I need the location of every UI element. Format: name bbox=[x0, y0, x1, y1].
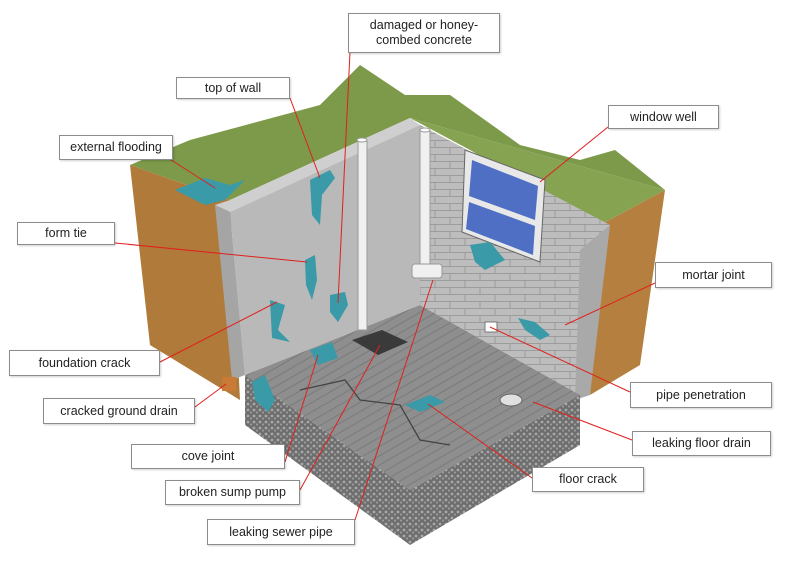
top-wall-leak bbox=[310, 170, 335, 225]
label-broken-sump-pump: broken sump pump bbox=[165, 480, 300, 505]
leader-damaged-concrete bbox=[337, 51, 351, 304]
leader-floor-crack bbox=[427, 403, 533, 479]
grass-right bbox=[410, 118, 665, 225]
leader-broken-sump-pump bbox=[299, 344, 381, 491]
floor-drain bbox=[499, 393, 523, 407]
leader-cracked-ground-drain bbox=[194, 383, 227, 408]
form-tie-leak bbox=[305, 255, 317, 300]
leader-leaking-sewer-pipe bbox=[354, 279, 434, 521]
leader-cove-joint bbox=[284, 354, 319, 463]
water-leaks bbox=[175, 170, 550, 412]
external-water bbox=[175, 178, 245, 205]
pipes bbox=[222, 127, 523, 407]
label-form-tie: form tie bbox=[17, 222, 115, 245]
leader-lines bbox=[114, 51, 656, 521]
leader-leaking-floor-drain bbox=[532, 401, 633, 441]
sump-discharge-pipe bbox=[357, 139, 368, 331]
label-damaged-concrete: damaged or honey- combed concrete bbox=[348, 13, 500, 53]
label-foundation-crack: foundation crack bbox=[9, 350, 160, 376]
leader-foundation-crack bbox=[159, 301, 278, 363]
leader-form-tie bbox=[114, 242, 308, 263]
sewer-stack-cap bbox=[419, 127, 431, 133]
soil-right bbox=[590, 190, 665, 395]
left-wall-top-edge bbox=[215, 118, 420, 212]
grass-top bbox=[130, 65, 665, 200]
window-leak bbox=[470, 242, 505, 270]
label-leaking-sewer-pipe: leaking sewer pipe bbox=[207, 519, 355, 545]
label-window-well: window well bbox=[608, 105, 719, 129]
leader-external-flooding bbox=[164, 155, 216, 189]
sump-pipe-cap bbox=[356, 137, 368, 143]
floor-crack-line bbox=[299, 379, 451, 446]
label-external-flooding: external flooding bbox=[59, 135, 173, 160]
foundation-crack-leak bbox=[270, 300, 290, 342]
gravel-front bbox=[245, 375, 410, 545]
honeycomb-leak bbox=[330, 292, 348, 322]
basement-window bbox=[461, 149, 546, 263]
leader-top-of-wall bbox=[289, 97, 321, 179]
leader-mortar-joint bbox=[564, 282, 656, 326]
label-top-of-wall: top of wall bbox=[176, 77, 290, 99]
soil-left bbox=[130, 165, 240, 400]
label-floor-crack: floor crack bbox=[532, 467, 644, 492]
sewer-stack-pipe bbox=[419, 129, 431, 271]
sump-pit bbox=[352, 330, 408, 355]
soil-block bbox=[130, 65, 665, 400]
label-leaking-floor-drain: leaking floor drain bbox=[632, 431, 771, 456]
mortar-leak bbox=[518, 318, 550, 340]
label-mortar-joint: mortar joint bbox=[655, 262, 772, 288]
leader-pipe-penetration bbox=[489, 326, 631, 393]
left-wall-face bbox=[215, 205, 245, 380]
label-pipe-penetration: pipe penetration bbox=[630, 382, 772, 408]
gravel-side bbox=[410, 395, 580, 545]
ground-drain-pipe bbox=[222, 377, 236, 391]
label-cove-joint: cove joint bbox=[131, 444, 285, 469]
sewer-branch-pipe bbox=[411, 263, 443, 279]
label-cracked-ground-drain: cracked ground drain bbox=[43, 398, 195, 424]
corner-leak bbox=[252, 375, 275, 412]
floor-crack-leak bbox=[405, 395, 445, 412]
leader-window-well bbox=[539, 126, 609, 183]
